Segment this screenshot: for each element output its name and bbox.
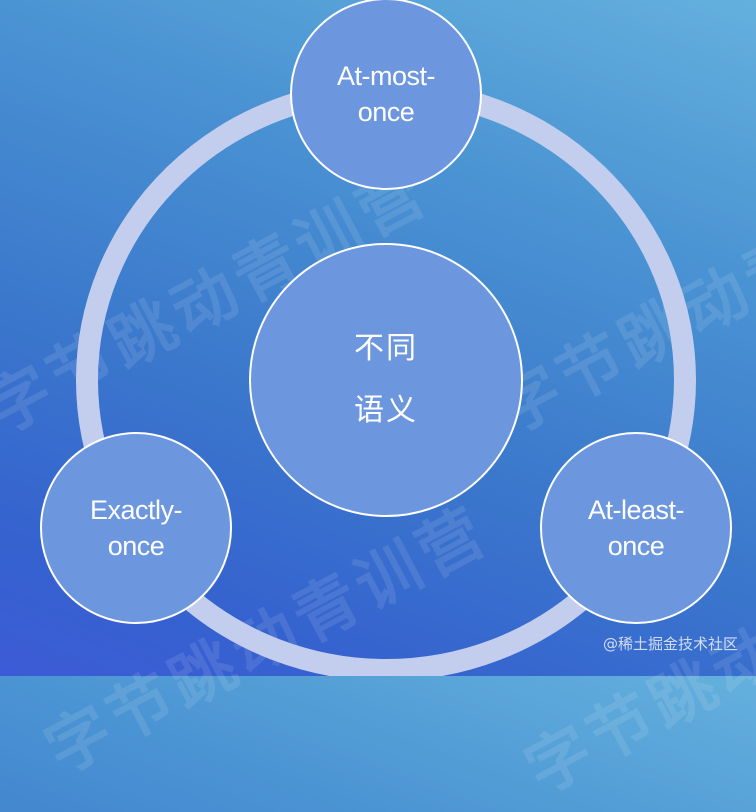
node-label-line-1: Exactly- [89,495,183,525]
diagram-canvas: 字节跳动青训营 字节跳动青训营 字节跳动青训营 字节跳动青训营 不同 语义 At… [40,0,738,676]
center-label-line-2: 语义 [354,393,418,428]
center-node: 不同 语义 [249,243,523,517]
center-label-line-1: 不同 [354,331,418,366]
node-label-line-1: At-least- [587,495,685,525]
node-exactly-once: Exactly- once [40,432,232,624]
node-at-most-once: At-most- once [290,0,482,190]
source-credit: @稀土掘金技术社区 [602,635,738,653]
node-label-line-2: once [107,531,165,561]
node-label-line-2: once [607,531,665,561]
node-label-line-2: once [357,97,415,127]
node-label-line-1: At-most- [336,61,436,91]
node-at-least-once: At-least- once [540,432,732,624]
